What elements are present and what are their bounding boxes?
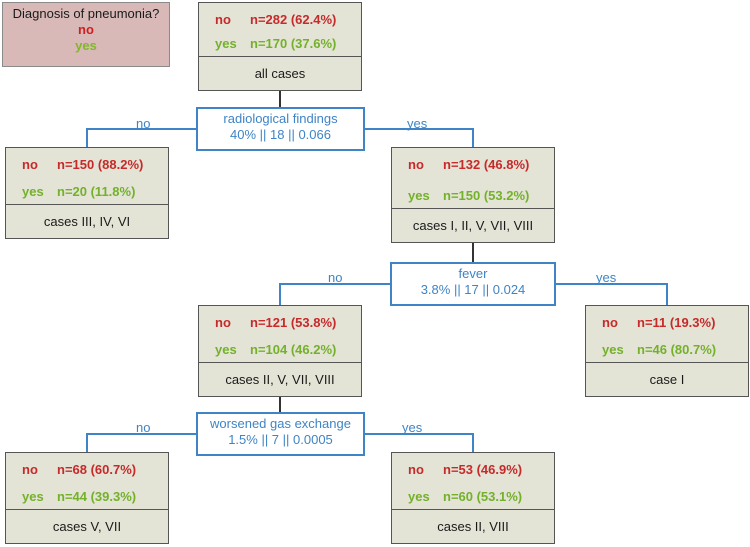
tree-node-n5: no n=11 (19.3%) yes n=46 (80.7%) case I bbox=[585, 305, 749, 397]
node-no-label: no bbox=[215, 12, 231, 27]
tree-node-n2: no n=150 (88.2%) yes n=20 (11.8%) cases III,… bbox=[5, 147, 169, 239]
node-cases: case I bbox=[649, 372, 685, 387]
node-no-value: n=121 (53.8%) bbox=[250, 315, 337, 330]
legend-title: Diagnosis of pneumonia? bbox=[12, 6, 160, 21]
node-no-count: no n=121 (53.8%) bbox=[215, 315, 336, 330]
tree-node-n4: no n=121 (53.8%) yes n=104 (46.2%) cases II,… bbox=[198, 305, 362, 397]
node-yes-value: n=150 (53.2%) bbox=[443, 188, 530, 203]
split-variable: worsened gas exchange bbox=[210, 416, 351, 431]
node-yes-count: yes n=104 (46.2%) bbox=[215, 342, 336, 357]
node-cases: cases II, VIII bbox=[437, 519, 509, 534]
split-variable: radiological findings bbox=[223, 111, 338, 126]
legend-yes: yes bbox=[75, 38, 97, 53]
split-stats: 1.5% || 7 || 0.0005 bbox=[228, 432, 333, 447]
node-yes-value: n=170 (37.6%) bbox=[250, 36, 337, 51]
node-yes-label: yes bbox=[215, 36, 237, 51]
node-yes-label: yes bbox=[215, 342, 237, 357]
node-yes-count: yes n=46 (80.7%) bbox=[602, 342, 716, 357]
node-divider bbox=[392, 208, 554, 209]
node-cases: cases I, II, V, VII, VIII bbox=[412, 218, 534, 233]
node-yes-label: yes bbox=[22, 184, 44, 199]
node-yes-count: yes n=20 (11.8%) bbox=[22, 184, 135, 199]
legend-no: no bbox=[78, 22, 94, 37]
node-no-value: n=53 (46.9%) bbox=[443, 462, 523, 477]
split-stats: 3.8% || 17 || 0.024 bbox=[420, 282, 526, 297]
split-stats: 40% || 18 || 0.066 bbox=[230, 127, 331, 142]
node-no-label: no bbox=[215, 315, 231, 330]
branch-label-no: no bbox=[136, 116, 151, 131]
node-divider bbox=[392, 509, 554, 510]
node-no-value: n=68 (60.7%) bbox=[57, 462, 137, 477]
node-yes-count: yes n=150 (53.2%) bbox=[408, 188, 529, 203]
node-divider bbox=[6, 509, 168, 510]
node-no-count: no n=68 (60.7%) bbox=[22, 462, 136, 477]
node-no-label: no bbox=[22, 462, 38, 477]
node-no-count: no n=132 (46.8%) bbox=[408, 157, 529, 172]
node-no-label: no bbox=[22, 157, 38, 172]
node-no-count: no n=150 (88.2%) bbox=[22, 157, 143, 172]
node-yes-value: n=60 (53.1%) bbox=[443, 489, 523, 504]
node-no-count: no n=53 (46.9%) bbox=[408, 462, 522, 477]
node-yes-count: yes n=44 (39.3%) bbox=[22, 489, 136, 504]
tree-node-n6: no n=68 (60.7%) yes n=44 (39.3%) cases V, VI… bbox=[5, 452, 169, 544]
node-cases: cases V, VII bbox=[52, 519, 122, 534]
node-cases: cases III, IV, VI bbox=[43, 214, 131, 229]
split-variable: fever bbox=[458, 266, 488, 281]
node-no-count: no n=282 (62.4%) bbox=[215, 12, 336, 27]
node-yes-value: n=20 (11.8%) bbox=[57, 184, 136, 199]
node-no-value: n=11 (19.3%) bbox=[637, 315, 716, 330]
branch-label-no: no bbox=[328, 270, 343, 285]
node-yes-label: yes bbox=[602, 342, 624, 357]
branch-label-yes: yes bbox=[407, 116, 428, 131]
branch-label-no: no bbox=[136, 420, 151, 435]
branch-label-yes: yes bbox=[402, 420, 423, 435]
node-yes-label: yes bbox=[408, 188, 430, 203]
node-yes-label: yes bbox=[408, 489, 430, 504]
tree-node-n3: no n=132 (46.8%) yes n=150 (53.2%) cases I, … bbox=[391, 147, 555, 243]
node-no-label: no bbox=[602, 315, 618, 330]
branch-label-yes: yes bbox=[596, 270, 617, 285]
node-no-value: n=132 (46.8%) bbox=[443, 157, 530, 172]
node-divider bbox=[199, 56, 361, 57]
node-divider bbox=[6, 204, 168, 205]
legend: Diagnosis of pneumonia? no yes bbox=[2, 2, 170, 67]
node-no-value: n=150 (88.2%) bbox=[57, 157, 144, 172]
tree-node-root: no n=282 (62.4%) yes n=170 (37.6%) all cases bbox=[198, 2, 362, 91]
node-yes-value: n=44 (39.3%) bbox=[57, 489, 137, 504]
node-no-value: n=282 (62.4%) bbox=[250, 12, 337, 27]
node-cases: all cases bbox=[254, 66, 306, 81]
node-yes-count: yes n=170 (37.6%) bbox=[215, 36, 336, 51]
tree-node-n7: no n=53 (46.9%) yes n=60 (53.1%) cases II, V… bbox=[391, 452, 555, 544]
node-no-label: no bbox=[408, 157, 424, 172]
node-divider bbox=[199, 362, 361, 363]
node-yes-value: n=104 (46.2%) bbox=[250, 342, 337, 357]
node-yes-count: yes n=60 (53.1%) bbox=[408, 489, 522, 504]
node-no-label: no bbox=[408, 462, 424, 477]
node-divider bbox=[586, 362, 748, 363]
node-no-count: no n=11 (19.3%) bbox=[602, 315, 715, 330]
node-yes-value: n=46 (80.7%) bbox=[637, 342, 717, 357]
node-yes-label: yes bbox=[22, 489, 44, 504]
node-cases: cases II, V, VII, VIII bbox=[225, 372, 335, 387]
